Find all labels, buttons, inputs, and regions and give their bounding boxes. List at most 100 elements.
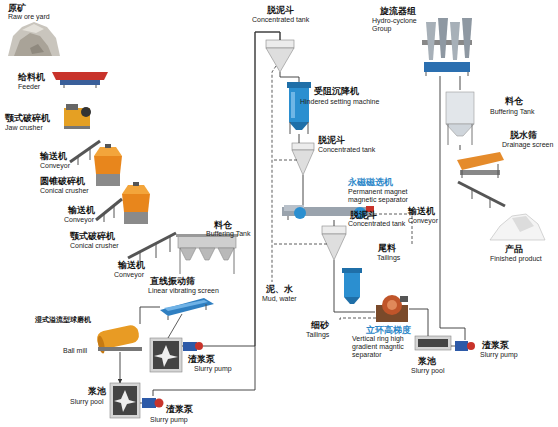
slurry-pump-symbol [142,398,156,408]
equipment-name-english: Conveyor [408,217,438,225]
tank-symbol [342,268,362,304]
equipment-name: 料仓 [214,220,232,230]
product-pile [490,214,545,240]
belt-conveyor [104,214,105,222]
equipment-node: 立环高梯度Vertical ring high gradient magntic… [375,295,409,323]
equipment-node: 输送机Conveyor [96,198,122,220]
equipment-name-english: Slurry pump [480,351,518,359]
ball-mill-symbol [96,324,142,354]
slurry-pool-symbol [418,339,448,347]
equipment-name-english: Hydro-cyclone Group [372,17,422,33]
equipment-node: 渣浆泵Slurry pump [455,340,475,352]
slurry-pump-symbol [455,341,468,351]
feeder-symbol [96,85,97,88]
equipment-name-english: Finished product [490,255,542,263]
equipment-node: 脱水筛Drainage screen [455,150,505,178]
equipment-name: 输送机 [68,205,95,215]
equipment-name-english: Buffering Tank [490,108,535,116]
hopper-symbol [180,248,196,260]
slurry-pool-symbol [113,386,137,415]
equipment-node: 料仓Buffering Tank [178,236,236,274]
equipment-node: 颚式破碎机Jaw crusher [62,104,92,130]
equipment-name: 受阻沉降机 [314,86,359,96]
equipment-node: 原矿Raw ore yard [8,22,60,56]
equipment-node: 湿式溢流型球磨机Ball mill [95,324,143,352]
equipment-name-english: Feeder [18,83,40,91]
vibrating-screen-symbol [160,298,214,316]
equipment-node: 脱泥斗Concentrated tank [292,143,314,175]
equipment-name-english: Conical crusher [40,187,89,195]
feeder-symbol [52,72,108,80]
equipment-name-english: Hindered setting machine [300,98,379,106]
slurry-pool-symbol [451,346,455,347]
equipment-name: 输送机 [40,151,67,161]
silo-symbol [446,92,474,145]
equipment-name-english: Concentrated tank [348,220,405,228]
belt-conveyor [70,141,176,262]
magnetic-separator-symbol [288,216,289,220]
belt-conveyor [170,236,171,252]
equipment-name: 颚式破碎机 [5,113,50,123]
equipment-name: 圆锥破碎机 [40,176,85,186]
slurry-pump-symbol [183,342,197,351]
desliming-cone [322,226,346,234]
dewatering-screen-symbol [457,152,504,178]
vibrating-screen-symbol [164,300,208,311]
stream-label: 尾料 [378,243,396,253]
stream-label: 泥、水 [266,284,293,294]
equipment-node: 产品Finished product [490,212,545,240]
silo-symbol [446,124,474,136]
belt-conveyor [490,198,491,208]
equipment-name: 脱泥斗 [318,135,345,145]
equipment-name: 直线振动筛 [150,276,195,286]
cone-crusher-symbol [105,144,111,148]
settling-machine-symbol [289,122,309,130]
hopper-symbol [234,248,235,274]
equipment-name-english: Conveyor [114,271,144,279]
settling-machine-symbol [287,82,311,134]
slurry-pool-symbol [110,383,140,418]
equipment-name-english: Concentrated tank [252,16,309,24]
equipment-name: 浆池 [418,356,436,366]
product-pile [512,216,534,232]
settling-machine-symbol [291,92,295,118]
equipment-name: 渣浆泵 [482,340,509,350]
vibrating-screen-symbol [168,316,169,320]
equipment-name-english: Slurry pump [150,416,188,424]
hopper-symbol [176,234,238,274]
jaw-crusher-symbol [64,104,91,129]
desliming-cone [292,150,314,175]
slurry-pool-symbol [182,346,183,347]
silo-symbol [448,124,449,145]
belt-conveyor [128,233,176,258]
equipment-node: 输送机Conveyor [455,180,505,208]
slurry-pool-symbol [114,390,136,412]
settling-machine-symbol [290,122,291,134]
discharge-line [340,318,376,322]
slurry-pump-symbol [455,341,475,351]
equipment-name: 料仓 [505,96,523,106]
equipment-name-english: Buffering Tank [206,230,251,238]
stream-label: 细砂 [311,320,329,330]
cone-crusher-symbol [94,147,122,156]
high-gradient-separator-symbol [376,295,408,322]
desliming-cone [266,40,294,48]
flow-line [460,145,461,150]
cone-crusher-symbol [94,144,122,186]
discharge-line [272,66,276,282]
equipment-name-english: Concentrated tank [318,146,375,154]
stream-label: Mud, water [262,295,297,303]
equipment-node: 料仓Buffering Tank [445,90,475,145]
slurry-pump-symbol [195,342,203,350]
flow-line [334,220,335,226]
equipment-name-english: Vertical ring high gradient magntic sepa… [352,335,416,359]
flow-line [280,72,299,82]
equipment-name-english: Slurry pool [70,398,103,406]
dewatering-screen-symbol [460,170,500,175]
tank-symbol [344,273,360,297]
slurry-pool-symbol [415,336,455,350]
ore-pile [8,22,60,56]
dewatering-screen-symbol [462,170,463,178]
flow-line [303,175,304,205]
slurry-pool-symbol [168,314,182,338]
